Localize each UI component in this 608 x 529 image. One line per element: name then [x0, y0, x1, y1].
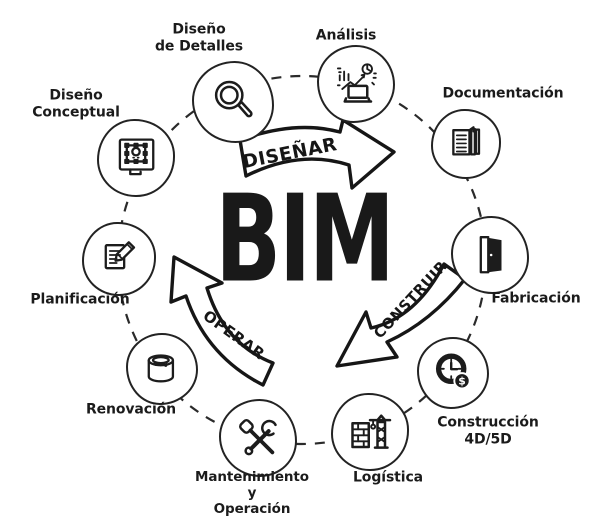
- monitor-design-icon: [118, 138, 155, 176]
- notebook-icon: [452, 126, 481, 156]
- node-documentacion: [431, 109, 501, 179]
- door-icon: [479, 236, 502, 274]
- paint-bucket-icon: [147, 354, 175, 383]
- label-construccion: Construcción 4D/5D: [437, 414, 539, 447]
- disenar-arrow: DISEÑAR: [238, 118, 396, 190]
- node-diseno-detalles: [192, 61, 274, 143]
- node-construccion: $: [417, 337, 489, 409]
- magnifier-icon: [214, 80, 253, 118]
- analytics-icon: [336, 63, 377, 103]
- node-mantenimiento: [219, 399, 297, 477]
- plan-pencil-icon: [104, 241, 136, 270]
- node-logistica: [331, 393, 409, 471]
- clock-money-icon: $: [435, 353, 471, 390]
- crane-bricks-icon: [351, 414, 392, 449]
- label-documentacion: Documentación: [442, 85, 564, 102]
- node-renovacion: [126, 333, 198, 405]
- label-mantenimiento: Mantenimiento y Operación: [195, 469, 309, 517]
- label-renovacion: Renovación: [85, 401, 177, 418]
- label-logistica: Logística: [352, 469, 424, 486]
- dollar-glyph: $: [458, 375, 466, 388]
- node-diseno-conceptual: [97, 119, 175, 197]
- tools-icon: [239, 419, 277, 456]
- center-title: BIM: [215, 170, 395, 310]
- label-analisis: Análisis: [315, 27, 377, 44]
- node-planificacion: [82, 222, 156, 296]
- node-fabricacion: [451, 216, 529, 294]
- node-analisis: [317, 45, 395, 123]
- label-diseno-detalles: Diseño de Detalles: [155, 21, 243, 54]
- label-fabricacion: Fabricación: [491, 290, 581, 307]
- label-planificacion: Planificación: [30, 291, 130, 308]
- label-diseno-conceptual: Diseño Conceptual: [32, 87, 120, 120]
